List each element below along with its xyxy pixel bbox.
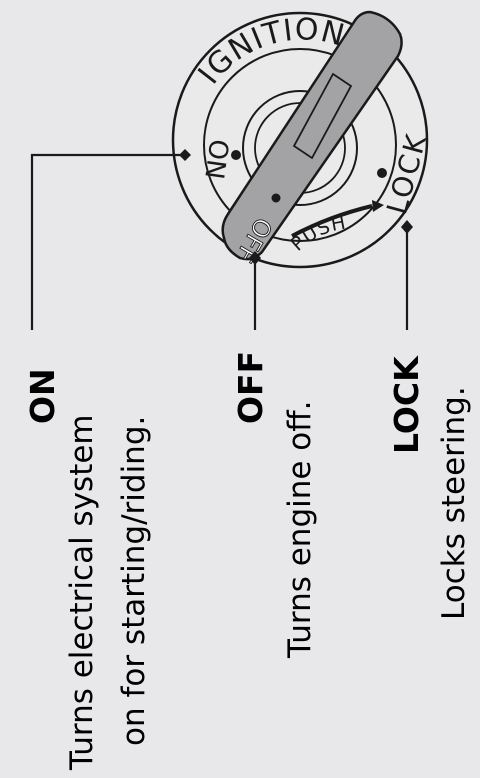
- callout-on: ON Turns electrical system on for starti…: [23, 368, 152, 771]
- on-dial-label: ON: [198, 137, 233, 181]
- key-off-dot: [271, 193, 281, 203]
- callout-on-title: ON: [23, 368, 62, 424]
- callout-off: OFF Turns engine off.: [231, 351, 318, 659]
- leader-lock: [401, 220, 413, 330]
- callout-on-line-1: Turns electrical system: [64, 414, 100, 771]
- callout-lock-title: LOCK: [387, 355, 426, 454]
- ignition-key: OFF: [221, 10, 403, 268]
- callout-off-line-1: Turns engine off.: [282, 401, 318, 660]
- lock-position-dot: [377, 168, 387, 178]
- callout-lock: LOCK Locks steering.: [387, 355, 472, 620]
- callout-on-line-2: on for starting/riding.: [116, 416, 152, 746]
- key-slot: [292, 72, 353, 160]
- leader-off: [249, 251, 261, 330]
- leader-on: [30, 149, 191, 330]
- key-body: [221, 10, 403, 261]
- key-cylinder-ring: [242, 90, 358, 206]
- callout-lock-line-1: Locks steering.: [436, 386, 472, 620]
- on-position-dot: [231, 150, 241, 160]
- dial-inner-ring: [203, 48, 397, 242]
- callout-off-title: OFF: [231, 351, 270, 424]
